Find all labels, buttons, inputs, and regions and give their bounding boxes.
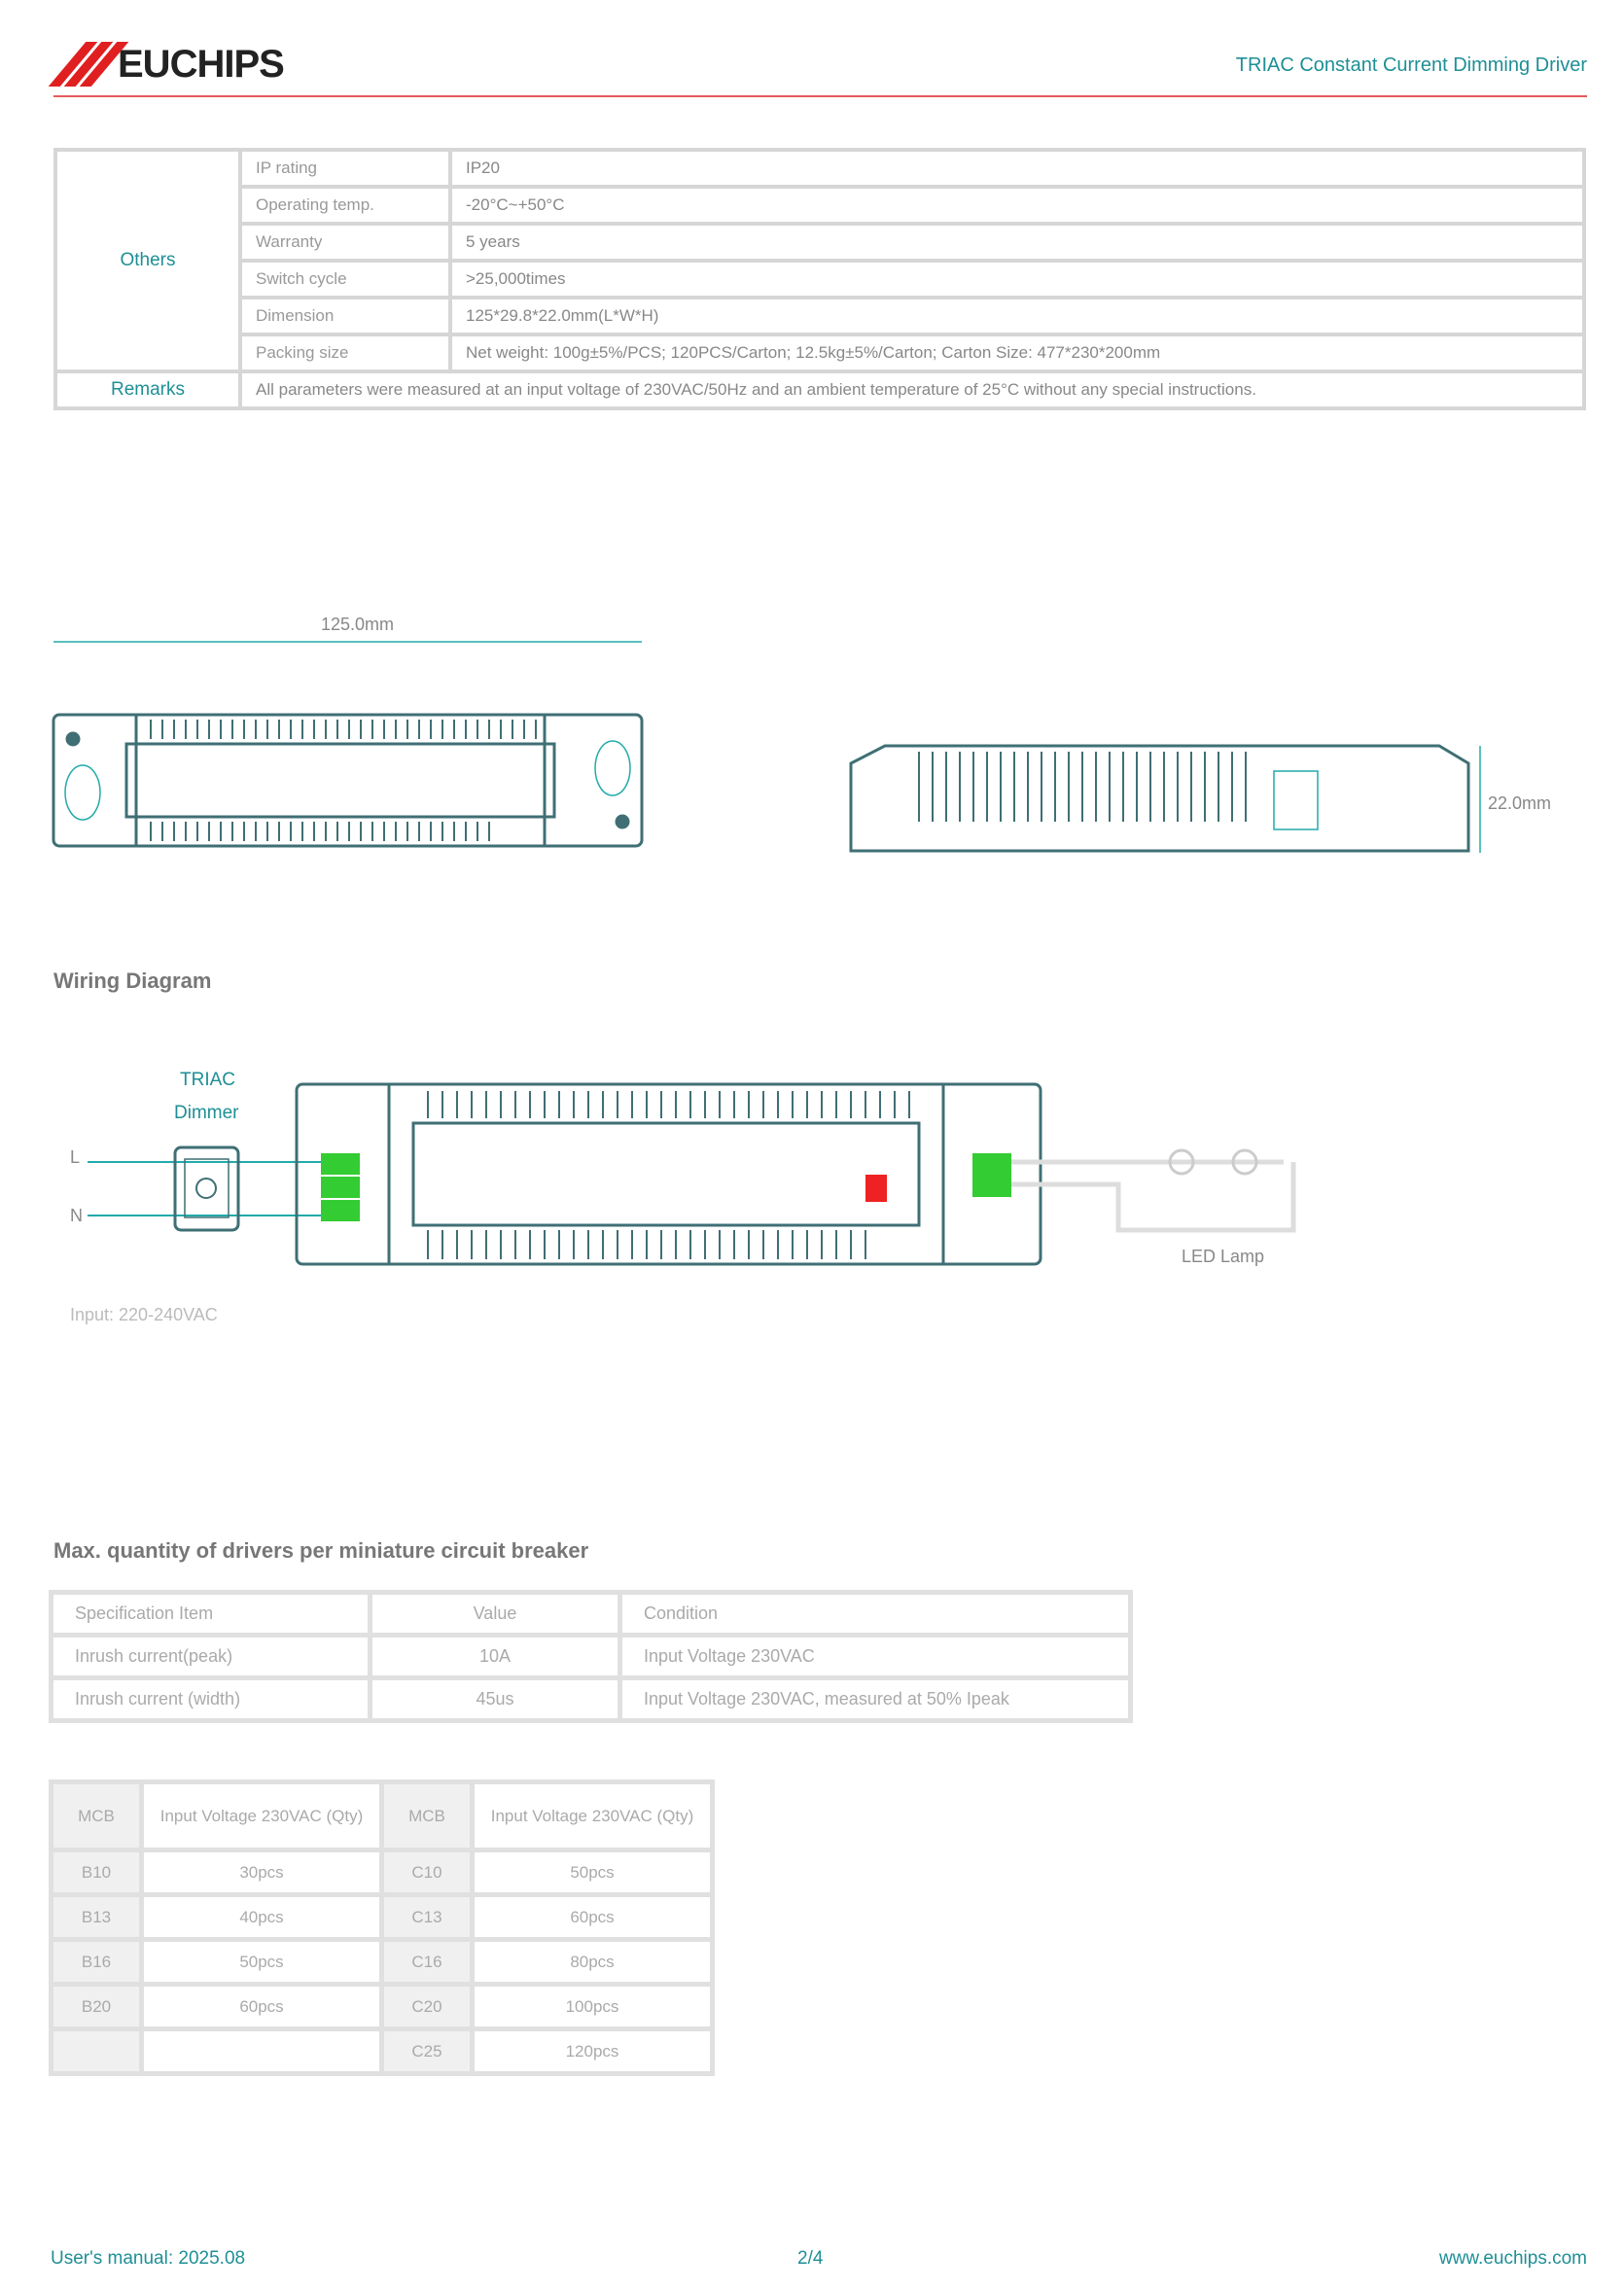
- header-cell: Condition: [618, 1590, 1133, 1638]
- table-row: Switch cycle>25,000times: [55, 259, 1586, 299]
- cell: B20: [49, 1982, 144, 2031]
- height-dimension: 22.0mm: [1488, 793, 1552, 813]
- spec-value: IP20: [448, 148, 1586, 189]
- header-cell: Input Voltage 230VAC (Qty): [139, 1779, 384, 1852]
- cell: Inrush current(peak): [49, 1633, 372, 1680]
- side-view-drawing: [849, 744, 1481, 853]
- led-lamp-label: LED Lamp: [1182, 1247, 1265, 1266]
- header-cell: Input Voltage 230VAC (Qty): [470, 1779, 715, 1852]
- header-cell: MCB: [379, 1779, 475, 1852]
- spec-value: >25,000times: [448, 259, 1586, 299]
- brand-name: EUCHIPS: [118, 42, 285, 86]
- cell: [139, 2026, 384, 2076]
- spec-value: 125*29.8*22.0mm(L*W*H): [448, 296, 1586, 336]
- spec-key: Warranty: [238, 222, 452, 263]
- cell: C13: [379, 1892, 475, 1942]
- spec-key: IP rating: [238, 148, 452, 189]
- table-row: Operating temp.-20°C~+50°C: [55, 185, 1586, 226]
- footer-url[interactable]: www.euchips.com: [1438, 2248, 1587, 2269]
- cell: B10: [49, 1848, 144, 1897]
- dimmer-label: TRIAC Dimmer: [174, 1070, 239, 1124]
- cell: B13: [49, 1892, 144, 1942]
- spec-value: 5 years: [448, 222, 1586, 263]
- spec-value: -20°C~+50°C: [448, 185, 1586, 226]
- spec-key: Dimension: [238, 296, 452, 336]
- cell: 80pcs: [470, 1937, 715, 1987]
- header-cell: Specification Item: [49, 1590, 372, 1638]
- spec-key: Packing size: [238, 333, 452, 373]
- spec-value: Net weight: 100g±5%/PCS; 120PCS/Carton; …: [448, 333, 1586, 373]
- cell: B16: [49, 1937, 144, 1987]
- cell: 120pcs: [470, 2026, 715, 2076]
- cell: 60pcs: [470, 1892, 715, 1942]
- cell: 50pcs: [139, 1937, 384, 1987]
- remarks-text: All parameters were measured at an input…: [238, 370, 1586, 410]
- header-cell: MCB: [49, 1779, 144, 1852]
- cell: C25: [379, 2026, 475, 2076]
- cell: C20: [379, 1982, 475, 2031]
- cell: Input Voltage 230VAC: [618, 1633, 1133, 1680]
- header-divider: [53, 95, 1587, 97]
- footer-page: 2/4: [797, 2248, 824, 2269]
- cell: 50pcs: [470, 1848, 715, 1897]
- cell: 40pcs: [139, 1892, 384, 1942]
- cell: 60pcs: [139, 1982, 384, 2031]
- cell: C10: [379, 1848, 475, 1897]
- group-label: Remarks: [53, 370, 242, 410]
- top-view-drawing: [52, 641, 644, 848]
- cell: 100pcs: [470, 1982, 715, 2031]
- wiring-diagram: [88, 1082, 1296, 1266]
- cell: [49, 2026, 144, 2076]
- header-cell: Value: [368, 1590, 622, 1638]
- group-label: Others: [53, 148, 242, 373]
- table-row: Remarks All parameters were measured at …: [53, 370, 1586, 410]
- dimmer-label-line2: Dimmer: [174, 1103, 239, 1123]
- breaker-title: Max. quantity of drivers per miniature c…: [53, 1538, 589, 1563]
- cell: Inrush current (width): [49, 1675, 372, 1723]
- wire-l-label: L: [70, 1147, 81, 1167]
- spec-key: Operating temp.: [238, 185, 452, 226]
- cell: Input Voltage 230VAC, measured at 50% Ip…: [618, 1675, 1133, 1723]
- length-dimension: 125.0mm: [321, 615, 395, 634]
- cell: C16: [379, 1937, 475, 1987]
- spec-key: Switch cycle: [238, 259, 452, 299]
- footer-manual: User's manual: 2025.08: [51, 2248, 246, 2269]
- input-voltage-label: Input: 220-240VAC: [70, 1305, 218, 1324]
- dimmer-label-line1: TRIAC: [180, 1070, 235, 1090]
- brand-logo: EUCHIPS: [48, 41, 316, 88]
- document-title: TRIAC Constant Current Dimming Driver: [1235, 54, 1587, 76]
- wiring-title: Wiring Diagram: [53, 969, 212, 993]
- wire-n-label: N: [70, 1206, 83, 1225]
- cell: 10A: [368, 1633, 622, 1680]
- cell: 45us: [368, 1675, 622, 1723]
- logo-mark-icon: [48, 42, 129, 87]
- cell: 30pcs: [139, 1848, 384, 1897]
